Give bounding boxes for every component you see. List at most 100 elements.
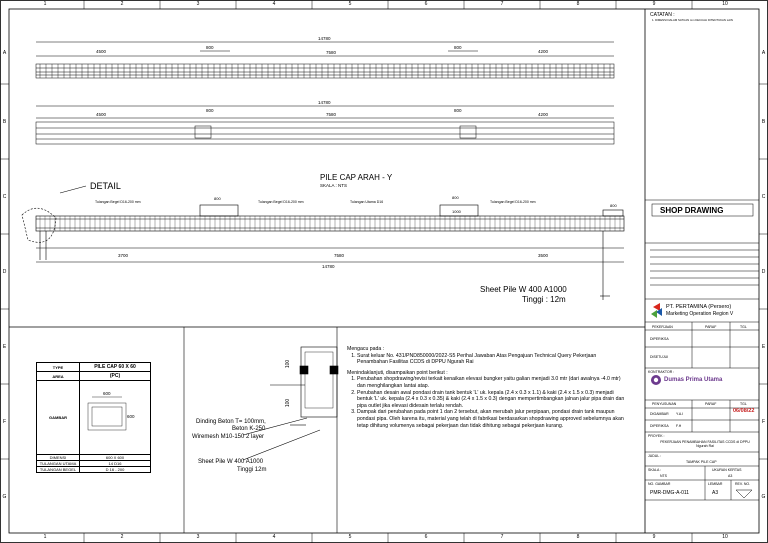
grid-col-label: 9 [652,534,656,540]
grid-col-label: 7 [500,1,504,7]
dim-small: 800 [454,108,462,113]
tb-label: PENYUSUNAN [652,402,677,406]
grid-col-label: 3 [196,534,200,540]
dim-small: 1000 [452,209,461,214]
dim-left: 4500 [96,49,107,54]
grid-row-label: C [761,194,766,200]
dim-small: 800 [454,45,462,50]
grid-col-label: 1 [43,534,47,540]
grid-row-label: E [2,344,7,350]
dim-right: 4200 [538,112,549,117]
notes-item: Dampak dari perubahan pada point 1 dan 2… [357,409,625,429]
grid-row-label: F [2,419,7,425]
detail-line: Wiremesh M10-150 2 layer [192,434,265,440]
tb-label: PARAF [705,325,717,329]
tb-label: UKURAN KERTAS [712,468,742,472]
dim-total: 14780 [318,100,331,105]
tb-label: SKALA : [648,468,662,472]
tb-value: A3 [728,474,733,478]
notes-block: Mengacu pada : Surat keluar No. 431/PND8… [347,346,625,429]
table-label: TULANGAN BEGEL [36,466,80,473]
dim-bottom-right: 3500 [538,253,549,258]
dim-center: 7580 [326,112,337,117]
grid-col-label: 4 [272,1,276,7]
client-name: PT. PERTAMINA (Persero) [666,304,732,310]
detail-line: Beton K-250 [232,426,266,432]
notes-ref-item: Surat keluar No. 431/PND850000/2022-S5 P… [357,353,625,366]
tb-label: KONTRAKTOR : [648,370,675,374]
tb-label: JUDUL : [648,454,662,458]
grid-col-label: 10 [722,1,728,7]
tb-label: DISETUJUI [650,355,669,359]
grid-col-label: 5 [348,1,352,7]
callout: Tulangan Begel D16-200 mm [490,200,536,204]
callout: Tulangan Begel D16-200 mm [95,200,141,204]
grid-col-label: 10 [722,534,728,540]
detail-label: DETAIL [90,181,121,191]
section-title: PILE CAP ARAH - Y [320,173,393,182]
table-label: AREA [36,371,80,381]
dim-small: 800 [610,203,617,208]
tb-label: PARAF [705,402,717,406]
dim-small: 800 [452,195,459,200]
grid-col-label: 6 [424,1,428,7]
dim-right: 4200 [538,49,549,54]
tb-label: PROYEK : [648,434,665,438]
dim-small: 800 [206,108,214,113]
grid-col-label: 4 [272,534,276,540]
grid-row-label: G [2,494,7,500]
dim-small: 800 [206,45,214,50]
proyek-name: PEKERJAAN PENAMBAHAN FASILITAS CCDS di D… [660,440,750,448]
notes-heading: Menindaklanjuti, disampaikan point berik… [347,369,448,376]
grid-row-label: B [761,119,766,125]
grid-row-label: D [761,269,766,275]
detail-line: Dinding Beton T= 100mm, [196,419,266,425]
tb-label: TGL [740,402,747,406]
contractor-name: Dumas Prima Utama [664,377,723,383]
notes-heading: Mengacu pada : [347,346,385,352]
detail-line: Tinggi 12m [237,467,267,473]
grid-row-label: C [2,194,7,200]
dim-bottom-left: 3700 [118,253,129,258]
tinggi-label: Tinggi : 12m [522,295,566,304]
grid-col-label: 1 [43,1,47,7]
notes-item: Perubahan shopdrawing/revisi terkait ken… [357,376,625,389]
grid-col-label: 9 [652,1,656,7]
notes-item: Perubahan desain awal pondasi drain tank… [357,390,625,410]
table-value: PILE CAP 60 X 60 [79,362,151,372]
grid-row-label: G [761,494,766,500]
tb-label: DIGAMBAR [650,412,669,416]
drawing-number: PMR-DMG-A-011 [650,490,690,496]
catatan-line: 1. DIMENSI DALAM SATUAN mm KECUALI DITEN… [652,18,733,22]
grid-row-label: E [761,344,766,350]
grid-col-label: 2 [120,534,124,540]
table-drawing-cell [79,380,151,455]
dim-small: 800 [214,196,221,201]
tb-label: LEMBAR [708,482,723,486]
tb-label: PEKERJAAN [652,325,673,329]
grid-col-label: 7 [500,534,504,540]
tb-value: F.H [676,424,682,428]
table-value: (PC) [79,371,151,381]
dim-center: 7580 [326,50,337,55]
table-label: TYPE [36,362,80,372]
tb-label: TGL [740,325,747,329]
client-unit: Marketing Operation Region V [666,311,734,317]
grid-col-label: 5 [348,534,352,540]
dim-100: 100 [285,398,292,408]
dim-bottom-total: 14780 [322,264,335,269]
dim-top: 600 [103,391,111,396]
dim-left: 4500 [96,112,107,117]
dim-total: 14780 [318,36,331,41]
table-label: GAMBAR [36,380,80,455]
tb-value: NTS [660,474,667,478]
sheet-pile-label: Sheet Pile W 400 A1000 [480,285,567,294]
grid-row-label: A [2,50,7,56]
shop-drawing-stamp: SHOP DRAWING [660,206,724,215]
date-value: 06/08/22 [733,408,755,414]
callout: Tulangan Utama D16 [350,200,384,204]
tb-value: Y.A.I [676,412,684,416]
table-value: D 16 - 200 [79,466,151,473]
